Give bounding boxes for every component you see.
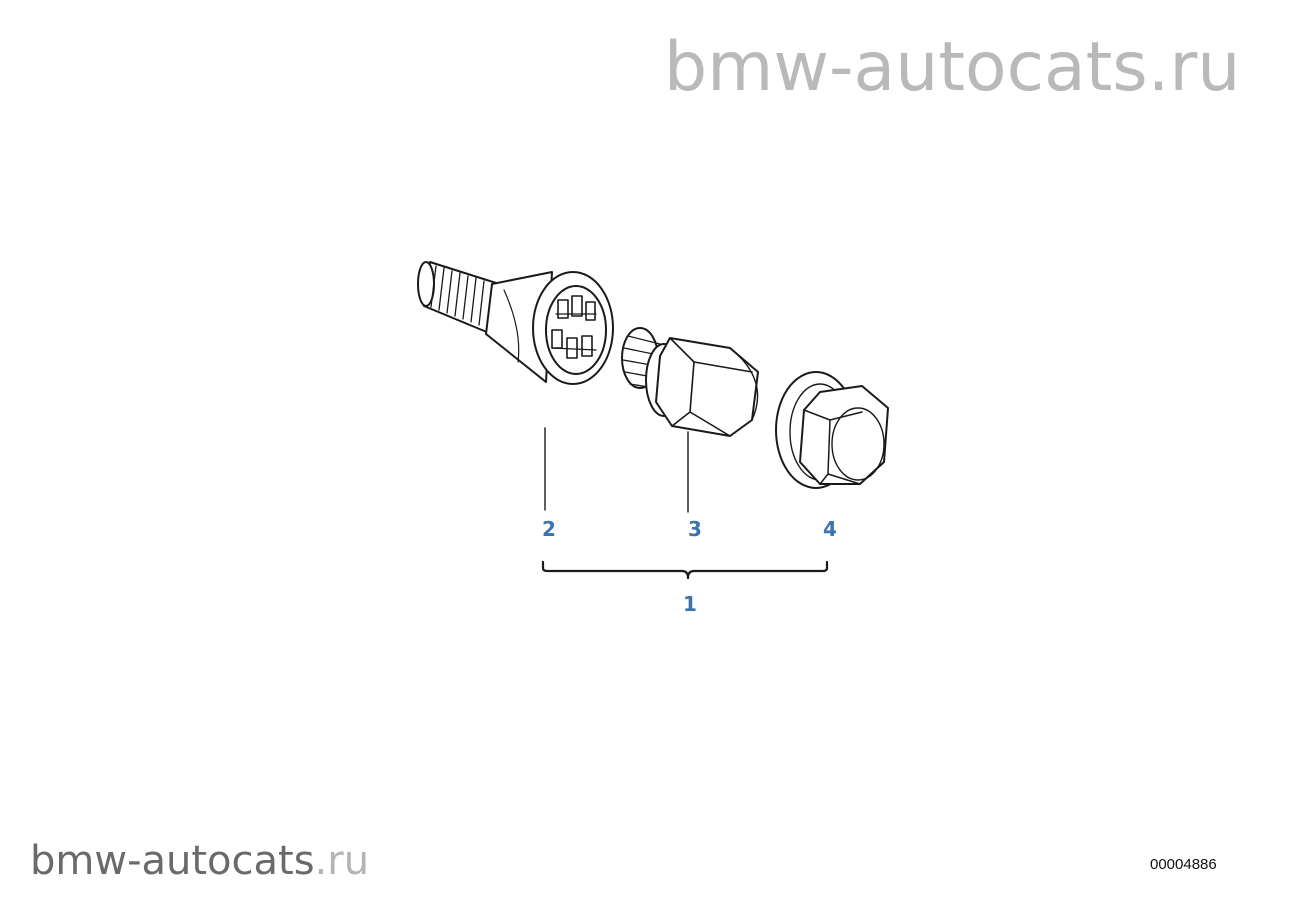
nut-cap-part <box>775 371 889 489</box>
callout-bolt[interactable]: 2 <box>542 517 556 541</box>
watermark-bottom: bmw-autocats.ru <box>30 838 369 884</box>
adapter-key-part <box>621 327 759 437</box>
watermark-top: bmw-autocats.ru <box>664 28 1241 107</box>
callout-cap[interactable]: 4 <box>823 517 837 541</box>
leader-lines <box>544 427 689 513</box>
watermark-bottom-tld: .ru <box>314 838 370 884</box>
callout-adapter[interactable]: 3 <box>688 517 702 541</box>
wheel-bolt-part <box>417 261 614 385</box>
assembly-bracket <box>541 560 829 580</box>
diagram-number: 00004886 <box>1150 856 1217 873</box>
watermark-bottom-main: bmw-autocats <box>30 838 315 884</box>
callout-assembly[interactable]: 1 <box>683 592 697 616</box>
